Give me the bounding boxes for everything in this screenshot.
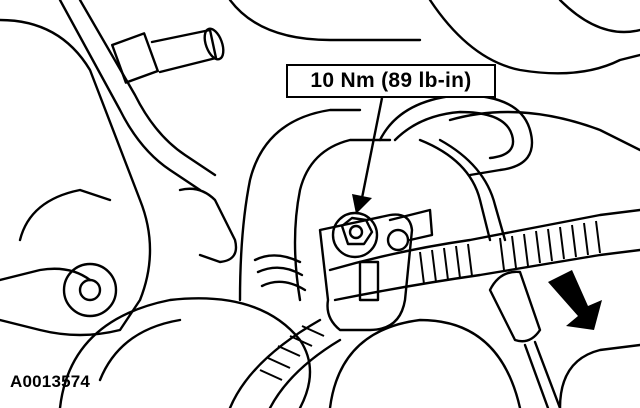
fuel-line-upper-2 — [78, 0, 217, 177]
hex-fitting — [110, 32, 160, 84]
hose-band-3 — [260, 280, 307, 292]
harness-lower-left — [228, 318, 322, 408]
fuel-line-upper — [58, 0, 202, 192]
port-left — [62, 262, 118, 318]
stud-right — [386, 228, 410, 252]
hose-band — [253, 254, 302, 264]
hose-band-2 — [256, 266, 304, 277]
engine-block-outline — [0, 18, 152, 337]
right-housing-lower — [448, 110, 640, 152]
lower-left-arc — [98, 318, 182, 382]
lower-center-circle — [328, 318, 522, 408]
harness-lower-left-2 — [268, 338, 342, 408]
clip-left — [178, 187, 238, 264]
loop-hose-inner — [393, 110, 515, 160]
lower-right-circle — [558, 343, 640, 408]
torque-callout: 10 Nm (89 lb-in) — [286, 64, 496, 98]
left-housing-lower — [0, 267, 92, 282]
bolt-head — [340, 216, 374, 246]
leader-arrow — [352, 97, 384, 214]
fitting-stub — [150, 28, 218, 74]
main-hose-left — [238, 108, 362, 302]
upper-right-curve — [558, 0, 640, 34]
left-housing — [18, 188, 112, 242]
right-housing — [428, 0, 640, 75]
connector-body — [488, 270, 542, 343]
connector-wire — [523, 343, 550, 408]
harness-lower — [333, 248, 640, 302]
loop-hose-tail — [418, 138, 492, 242]
bracket-slot — [358, 260, 380, 302]
figure-id: A0013574 — [10, 372, 91, 391]
loop-hose — [378, 93, 534, 177]
arrow-down-right-icon — [548, 270, 602, 330]
harness-upper — [328, 208, 640, 272]
torque-label: 10 Nm (89 lb-in) — [310, 69, 472, 92]
washer — [331, 211, 379, 259]
main-hose-right — [293, 138, 392, 302]
connector-wire-2 — [533, 340, 562, 408]
bracket-arm — [388, 208, 434, 242]
loop-hose-tail-2 — [438, 138, 507, 242]
top-housing-edge — [228, 0, 422, 42]
